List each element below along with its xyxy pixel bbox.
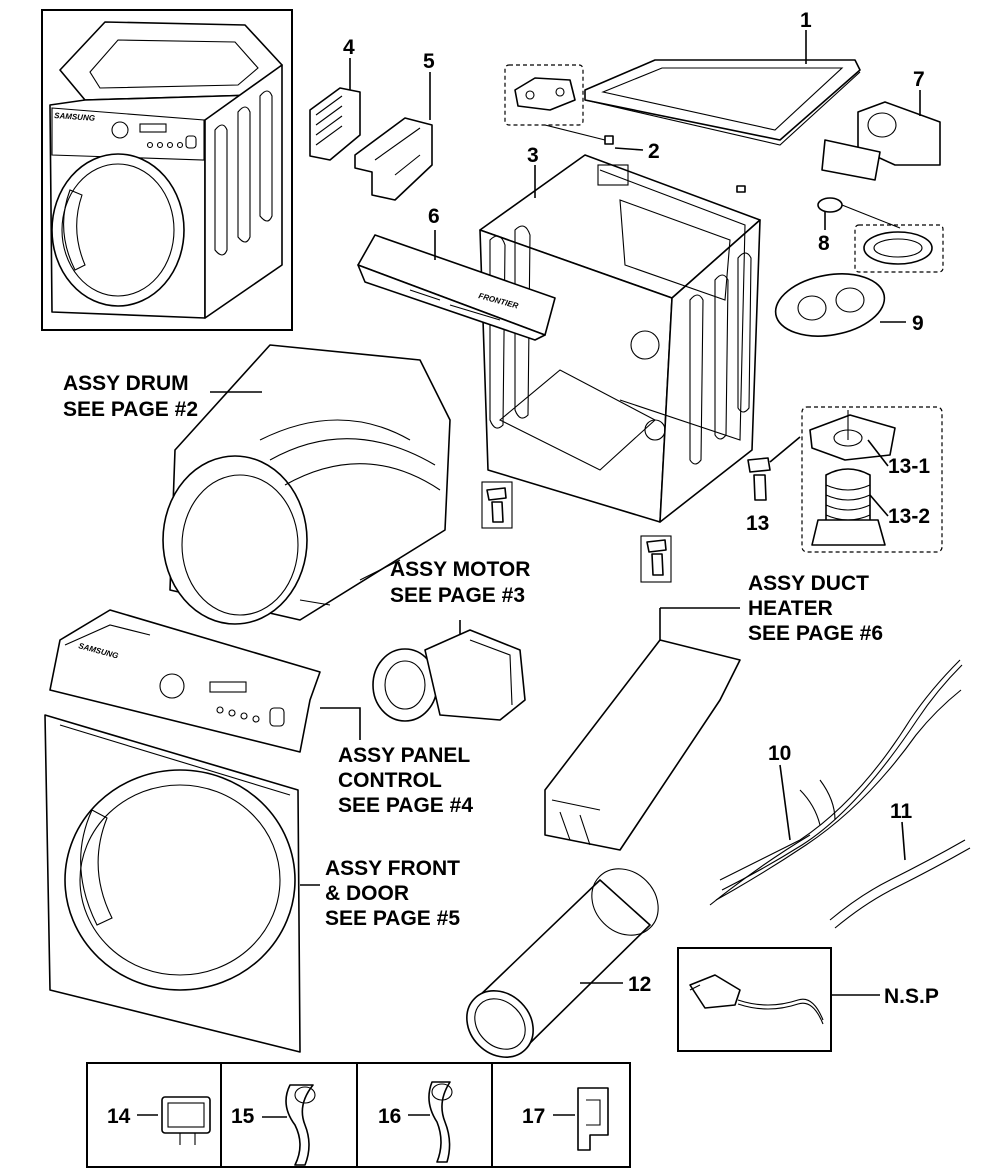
assy-front-line2: & DOOR bbox=[325, 882, 409, 905]
wire-harness-part bbox=[709, 659, 963, 906]
exhaust-duct-part bbox=[466, 868, 659, 1058]
assy-front-line1: ASSY FRONT bbox=[325, 857, 460, 880]
leveling-feet-part bbox=[481, 406, 943, 583]
lint-filter-part bbox=[309, 87, 361, 161]
front-door-assembly-illustration bbox=[44, 714, 301, 1053]
power-cord-part bbox=[677, 947, 832, 1052]
assy-duct-line1: ASSY DUCT bbox=[748, 572, 869, 595]
clip-16-part bbox=[428, 1081, 453, 1163]
callout-3: 3 bbox=[527, 144, 539, 167]
callout-13-1: 13-1 bbox=[888, 455, 930, 478]
assy-panel-line1: ASSY PANEL bbox=[338, 744, 470, 767]
seal-part bbox=[817, 197, 944, 273]
svg-text:SAMSUNG: SAMSUNG bbox=[54, 111, 95, 123]
callout-8: 8 bbox=[818, 232, 830, 255]
callout-2: 2 bbox=[648, 140, 660, 163]
dryer-overview-illustration: SAMSUNG bbox=[41, 9, 293, 331]
assy-duct-line3: SEE PAGE #6 bbox=[748, 622, 883, 645]
assy-panel-line3: SEE PAGE #4 bbox=[338, 794, 473, 817]
drum-assembly-illustration bbox=[162, 344, 451, 625]
callout-4: 4 bbox=[343, 36, 355, 59]
assy-drum-line1: ASSY DRUM bbox=[63, 372, 189, 395]
motor-assembly-illustration bbox=[372, 629, 526, 722]
callout-1: 1 bbox=[800, 9, 812, 32]
assy-front-line3: SEE PAGE #5 bbox=[325, 907, 460, 930]
assy-drum-line2: SEE PAGE #2 bbox=[63, 398, 198, 421]
callout-5: 5 bbox=[423, 50, 435, 73]
callout-17: 17 bbox=[522, 1105, 545, 1128]
filter-housing-part bbox=[354, 117, 433, 201]
gasket-part bbox=[774, 273, 886, 337]
callout-16: 16 bbox=[378, 1105, 401, 1128]
clip-15-part bbox=[285, 1084, 316, 1166]
callout-12: 12 bbox=[628, 973, 651, 996]
assy-panel-line2: CONTROL bbox=[338, 769, 442, 792]
power-wire-part bbox=[829, 839, 971, 929]
lamp-cover-part bbox=[821, 101, 941, 181]
frame-bracket-part: FRONTIER bbox=[357, 234, 556, 341]
callout-10: 10 bbox=[768, 742, 791, 765]
callout-nsp: N.S.P bbox=[884, 985, 939, 1008]
panel-control-assembly-illustration: SAMSUNG bbox=[49, 609, 321, 753]
assy-duct-line2: HEATER bbox=[748, 597, 833, 620]
clip-17-part bbox=[577, 1087, 609, 1151]
top-cover-part bbox=[584, 59, 861, 146]
callout-7: 7 bbox=[913, 68, 925, 91]
callout-15: 15 bbox=[231, 1105, 255, 1128]
clips-box bbox=[86, 1062, 631, 1168]
assy-motor-line2: SEE PAGE #3 bbox=[390, 584, 525, 607]
assy-motor-line1: ASSY MOTOR bbox=[390, 558, 530, 581]
callout-13: 13 bbox=[746, 512, 769, 535]
cabinet-part bbox=[479, 154, 761, 523]
callout-9: 9 bbox=[912, 312, 924, 335]
callout-11: 11 bbox=[890, 800, 913, 823]
hinge-clip-part bbox=[504, 64, 614, 145]
duct-heater-assembly-illustration bbox=[544, 639, 741, 851]
callout-14: 14 bbox=[107, 1105, 131, 1128]
clip-14-part bbox=[161, 1096, 211, 1145]
callout-13-2: 13-2 bbox=[888, 505, 930, 528]
callout-6: 6 bbox=[428, 205, 440, 228]
